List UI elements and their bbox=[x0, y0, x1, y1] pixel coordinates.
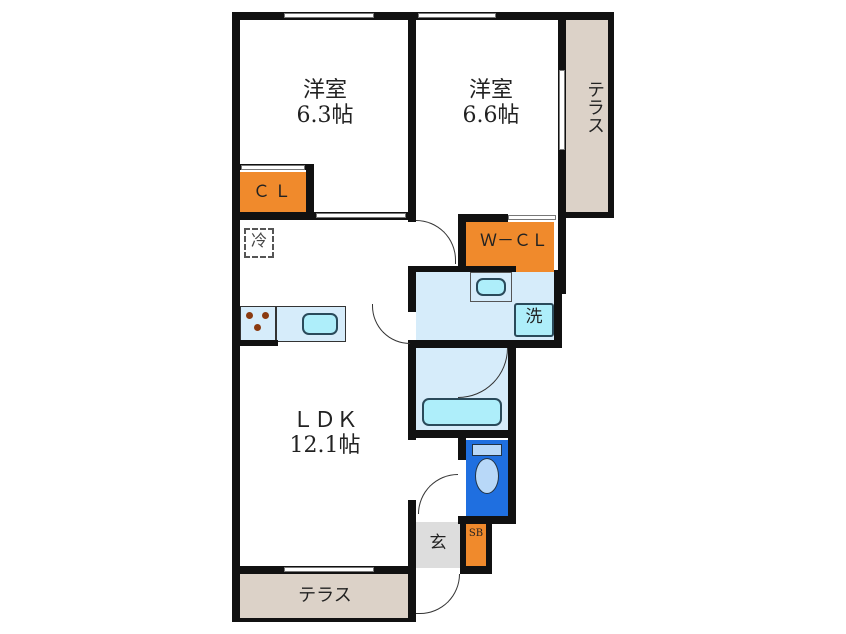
window-ldk-terrace[interactable] bbox=[284, 567, 374, 572]
door-hall[interactable] bbox=[418, 474, 458, 514]
wall-sb-bottom bbox=[460, 566, 492, 574]
kitchen-sink bbox=[302, 313, 338, 335]
window-bedroom2[interactable] bbox=[418, 13, 496, 18]
wall-core-left-lower bbox=[408, 340, 416, 440]
terrace-bottom bbox=[240, 574, 410, 620]
front-door[interactable] bbox=[416, 574, 460, 614]
window-bedroom2-side[interactable] bbox=[559, 70, 565, 150]
wall-terrace-bottom-right bbox=[558, 212, 614, 218]
burner-1 bbox=[246, 312, 253, 319]
wash-basin bbox=[476, 278, 506, 296]
closet-label: ＣＬ bbox=[253, 182, 295, 202]
closet bbox=[240, 172, 308, 212]
sliding-door-bedroom1[interactable] bbox=[316, 213, 406, 218]
terrace-right-label: テラス bbox=[584, 80, 605, 134]
bedroom1-name: 洋室 bbox=[302, 78, 347, 103]
terrace-right bbox=[566, 18, 612, 214]
bedroom2-size: 6.6帖 bbox=[462, 103, 520, 129]
washer-space bbox=[514, 303, 554, 337]
ldk-label: ＬＤＫ 12.1帖 bbox=[240, 408, 410, 459]
bedroom1-size: 6.3帖 bbox=[296, 103, 354, 129]
bedroom1-label: 洋室 6.3帖 bbox=[240, 78, 410, 129]
wall-left bbox=[232, 12, 240, 622]
fridge-label: 冷 bbox=[250, 231, 267, 250]
toilet-bowl bbox=[475, 458, 499, 494]
wall-terrace-base bbox=[232, 618, 416, 622]
wall-sb-left bbox=[460, 516, 466, 574]
ldk-size: 12.1帖 bbox=[289, 433, 361, 459]
wall-bedroom-divider bbox=[408, 12, 416, 222]
wall-wcl-top bbox=[458, 214, 508, 222]
bathtub bbox=[422, 398, 502, 426]
entrance-label: 玄 bbox=[429, 533, 447, 553]
fridge-space bbox=[244, 228, 274, 258]
burner-2 bbox=[262, 312, 269, 319]
wall-sb-right bbox=[486, 516, 492, 574]
wall-bedroom2-right bbox=[558, 12, 566, 294]
wall-wcl-left bbox=[458, 214, 466, 270]
door-washroom[interactable] bbox=[372, 304, 410, 344]
shoe-box bbox=[466, 524, 486, 566]
wall-wash-top bbox=[408, 266, 516, 272]
walk-in-closet-label: Ｗ－ＣＬ bbox=[480, 231, 548, 251]
bedroom2-name: 洋室 bbox=[468, 78, 513, 103]
burner-3 bbox=[254, 324, 261, 331]
ldk-name: ＬＤＫ bbox=[291, 408, 358, 433]
bedroom2-label: 洋室 6.6帖 bbox=[416, 78, 566, 129]
wall-toilet-left bbox=[458, 430, 466, 460]
shoe-box-label: SB bbox=[468, 528, 484, 539]
terrace-bottom-label: テラス bbox=[298, 585, 352, 606]
wall-core-left bbox=[408, 266, 416, 312]
wall-right-terrace bbox=[608, 12, 614, 218]
wall-wash-right bbox=[554, 270, 562, 346]
window-bedroom1[interactable] bbox=[284, 13, 374, 18]
wall-closet-right bbox=[306, 164, 314, 220]
wall-ldk-right bbox=[408, 500, 416, 622]
wall-kitchen-ledge bbox=[232, 340, 278, 346]
entrance bbox=[416, 522, 460, 568]
door-bedroom2[interactable] bbox=[416, 220, 456, 264]
washer-label: 洗 bbox=[525, 307, 543, 327]
sliding-door-wcl[interactable] bbox=[508, 215, 556, 220]
toilet-tank bbox=[472, 444, 502, 456]
wall-wash-bottom bbox=[408, 340, 562, 348]
sliding-door-closet[interactable] bbox=[241, 165, 305, 170]
